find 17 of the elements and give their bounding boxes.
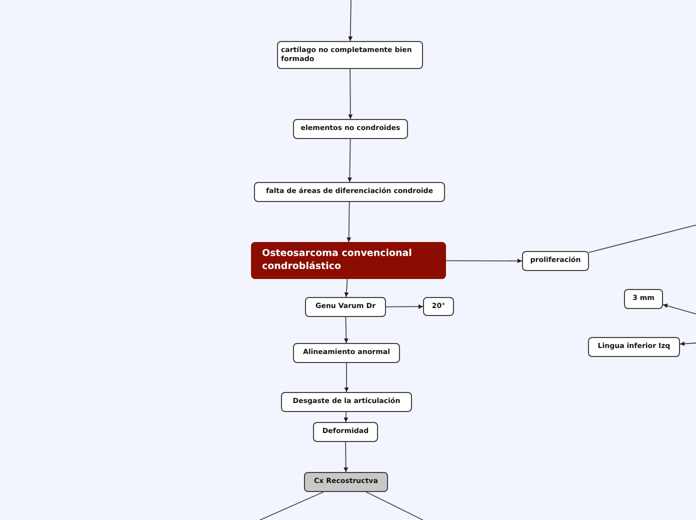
topic-box: Osteosarcoma convencional condroblástico: [251, 242, 446, 279]
arrow: [446, 258, 522, 264]
arrow: [344, 362, 349, 392]
arrow: [680, 342, 696, 346]
connector-line: [366, 492, 424, 520]
arrow: [347, 138, 352, 182]
arrow: [346, 202, 352, 242]
arrow: [344, 316, 348, 344]
arrow: [662, 304, 696, 314]
arrow: [348, 68, 353, 120]
arrow: [348, 0, 353, 42]
arrow: [344, 278, 349, 298]
arrow: [386, 304, 424, 309]
connector-line: [588, 224, 696, 253]
arrow: [344, 442, 348, 472]
arrow: [344, 412, 348, 422]
connector-line: [260, 492, 324, 520]
